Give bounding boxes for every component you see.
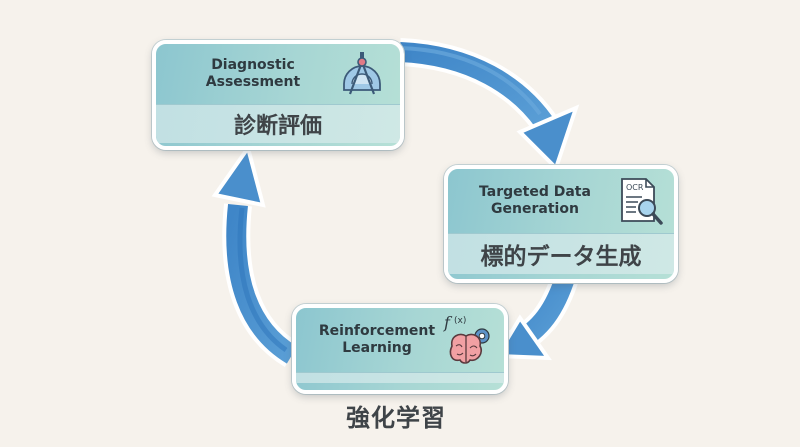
node-title-ja-caption: 強化学習 <box>346 404 446 432</box>
arrow-diagnostic-to-targeted <box>399 38 580 172</box>
brain-function-gear-icon: f (x) <box>443 313 490 364</box>
node-title-ja: 診断評価 <box>156 104 400 143</box>
node-footer-band <box>296 372 504 383</box>
node-title-en-line1: Targeted Data <box>479 184 591 201</box>
node-title-en-line1: Diagnostic <box>211 57 295 74</box>
ocr-document-magnifier-icon: OCR <box>621 178 663 225</box>
node-title-ja: 標的データ生成 <box>448 233 674 274</box>
node-diagnostic-assessment: Diagnostic Assessment 診断評価 <box>152 40 404 150</box>
arrow-reinforcement-to-diagnostic <box>211 143 300 368</box>
ocr-label: OCR <box>626 183 644 192</box>
arrow-targeted-to-reinforcement <box>493 270 580 361</box>
node-reinforcement-learning: Reinforcement Learning f (x) <box>292 304 508 394</box>
node-title-en-line2: Learning <box>342 340 412 356</box>
node-title-en-line1: Reinforcement <box>318 323 436 340</box>
compass-protractor-icon <box>343 52 381 95</box>
node-title-en-line2: Generation <box>491 201 579 217</box>
node-targeted-data-generation: Targeted Data Generation OCR 標的データ生成 <box>444 165 678 283</box>
node-title-en-line2: Assessment <box>205 74 301 90</box>
svg-text:(x): (x) <box>454 316 466 326</box>
svg-text:f: f <box>443 313 453 332</box>
